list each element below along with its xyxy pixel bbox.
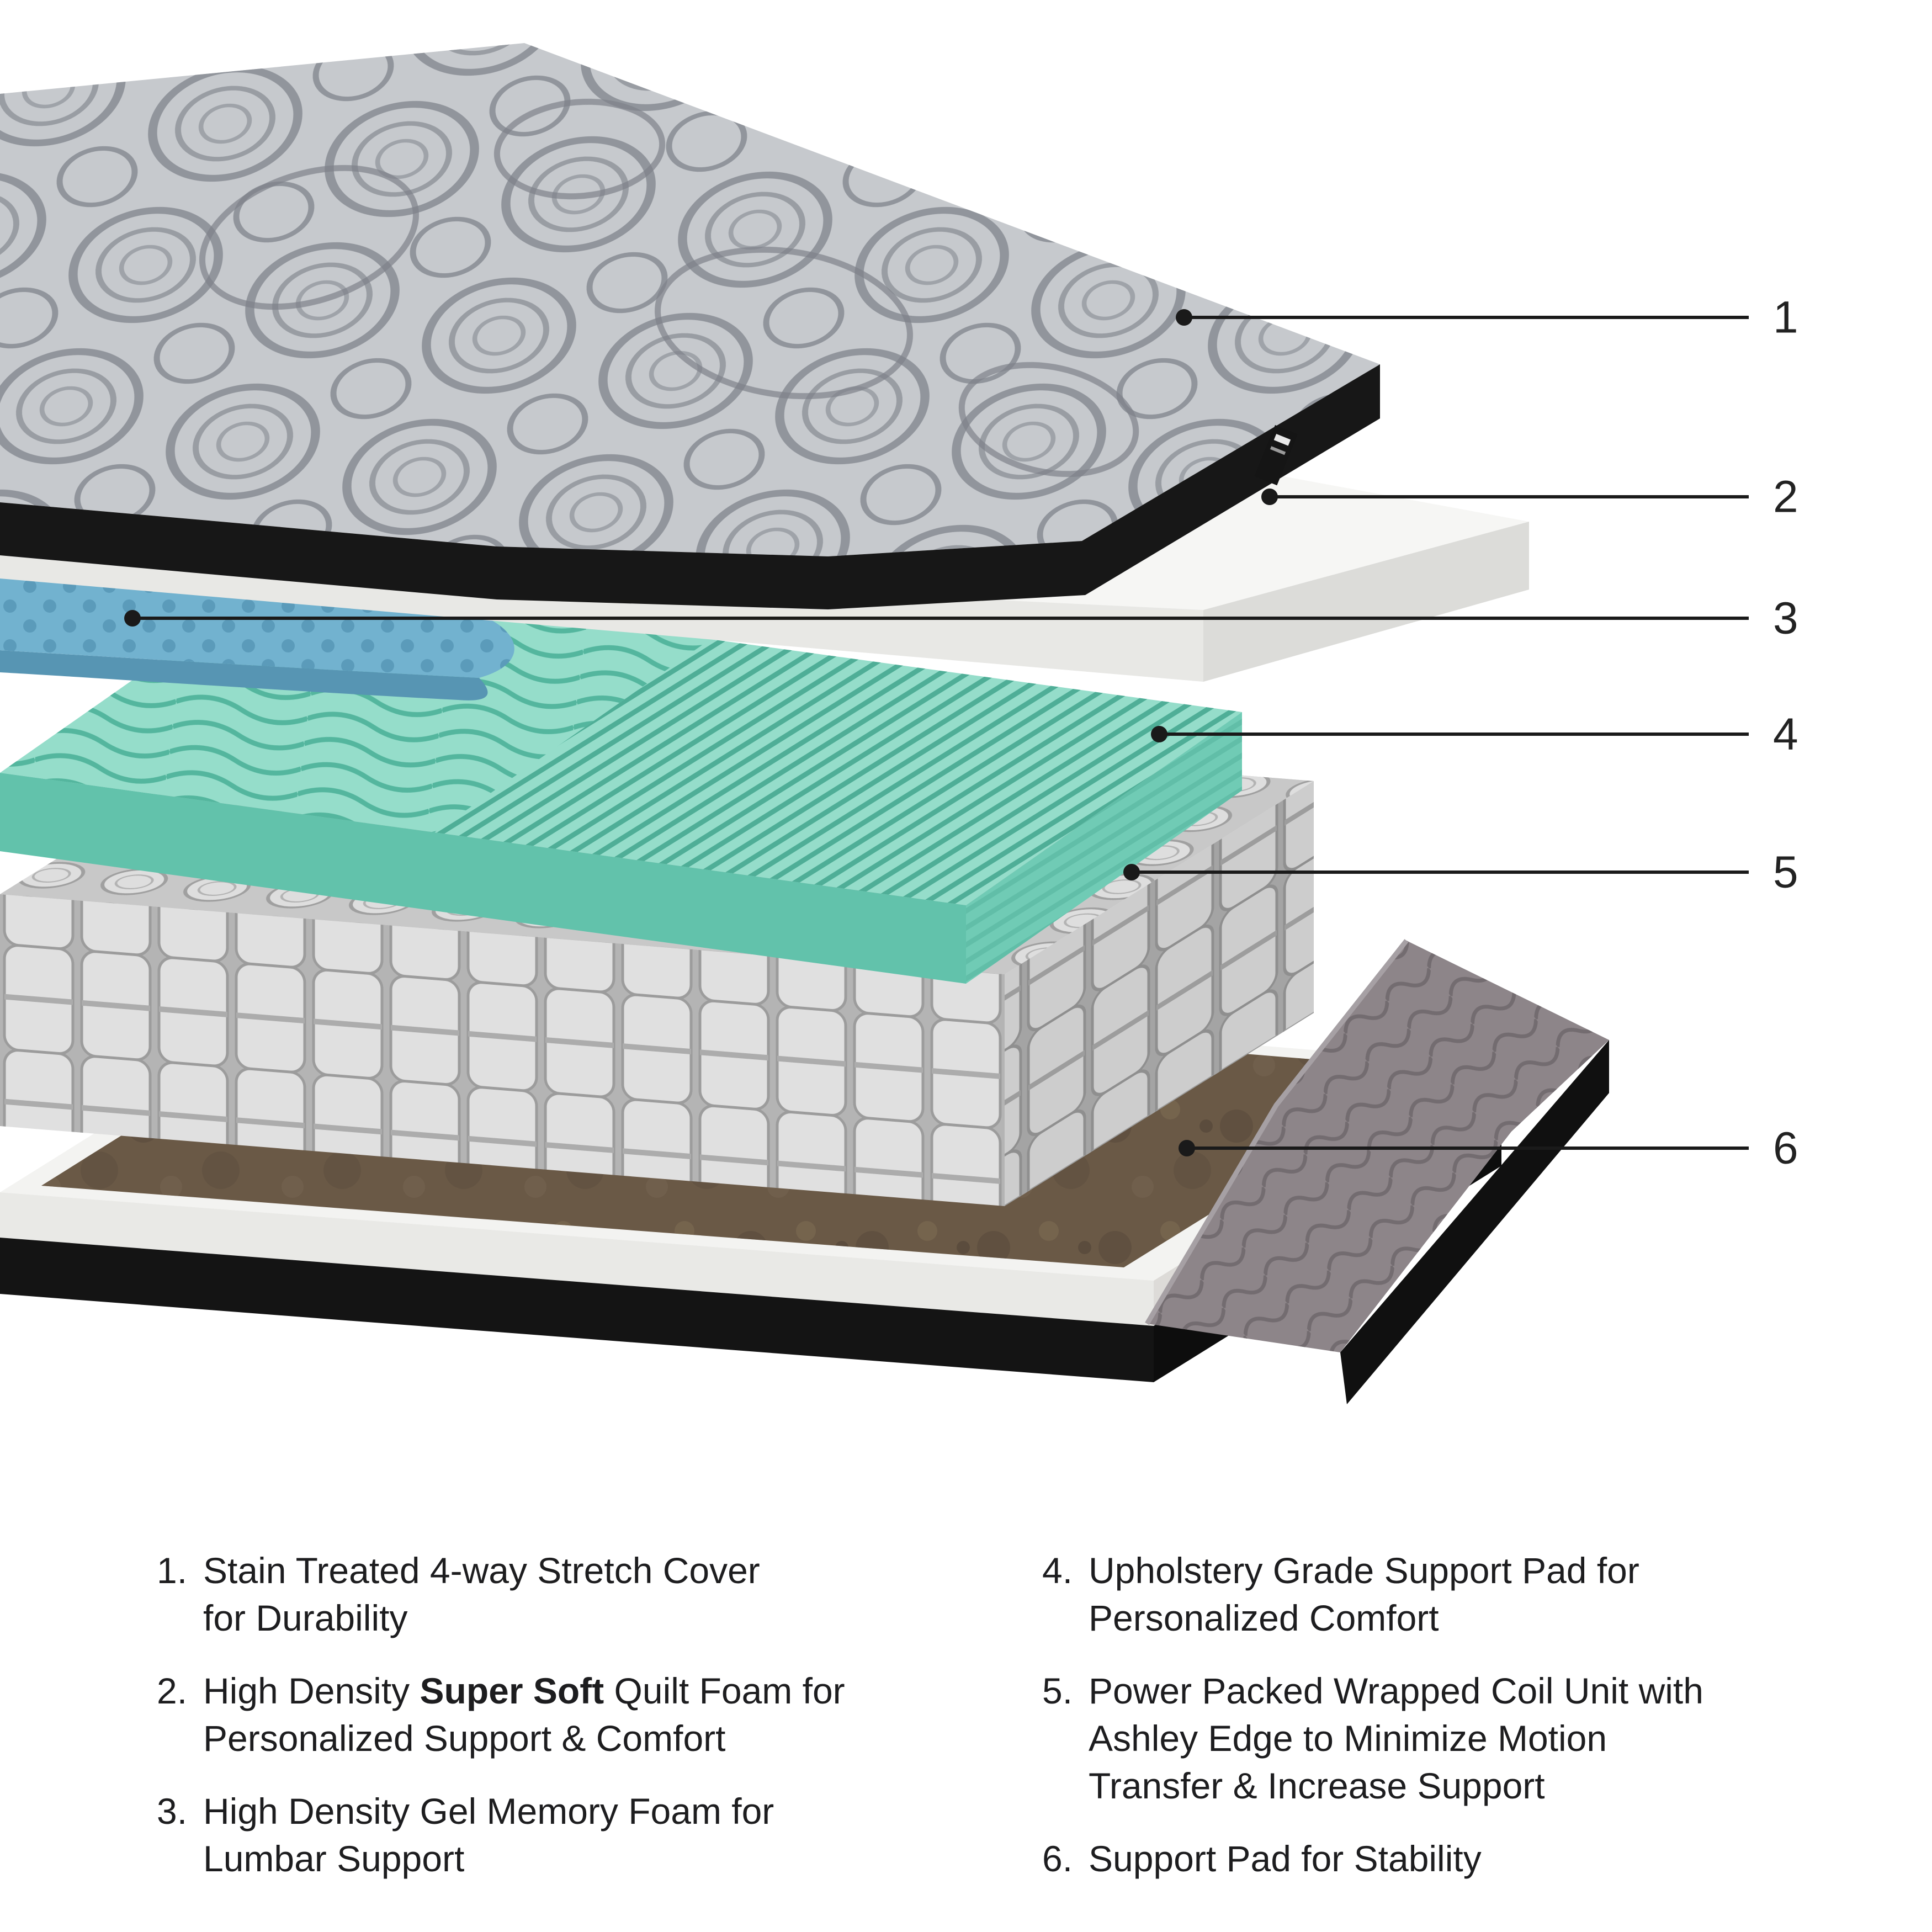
wedge-bottom-band bbox=[1340, 1040, 1609, 1404]
legend-item-number: 2. bbox=[157, 1670, 188, 1711]
legend-item-number: 6. bbox=[1042, 1838, 1073, 1879]
cover-quilt-pattern bbox=[0, 43, 1380, 556]
callout-dot bbox=[1176, 309, 1192, 326]
legend-item-number: 4. bbox=[1042, 1550, 1073, 1591]
legend-item-6: 6. Support Pad for Stability bbox=[1042, 1835, 1903, 1882]
callout-6: 6 bbox=[1179, 1123, 1798, 1174]
callout-dot bbox=[1179, 1140, 1195, 1156]
legend-item-number: 1. bbox=[157, 1550, 188, 1591]
legend-item-2: 2. High Density Super Soft Quilt Foam for… bbox=[157, 1667, 985, 1762]
callout-dot bbox=[1261, 489, 1278, 505]
green-ribbed-zone bbox=[434, 639, 1242, 905]
mattress-illustration: 1 2 3 4 5 6 bbox=[0, 43, 1798, 1404]
callout-number: 4 bbox=[1773, 709, 1798, 760]
gel-front-edge bbox=[0, 650, 488, 700]
callout-1: 1 bbox=[1176, 293, 1798, 343]
callout-number: 3 bbox=[1773, 593, 1798, 644]
callout-number: 1 bbox=[1773, 293, 1798, 343]
callout-2: 2 bbox=[1261, 472, 1798, 522]
callout-4: 4 bbox=[1151, 709, 1798, 760]
cover-side-band bbox=[0, 364, 1380, 609]
base-foam-front-face bbox=[0, 1192, 1154, 1326]
callout-number: 2 bbox=[1773, 472, 1798, 522]
coil-front-face bbox=[0, 894, 1005, 1206]
callout-dot bbox=[1151, 726, 1167, 742]
green-wave-zone bbox=[0, 580, 710, 832]
wedge-top-edge bbox=[1145, 939, 1409, 1325]
green-right-face-ribs bbox=[966, 712, 1242, 984]
base-bottom-band-front bbox=[0, 1238, 1154, 1382]
layer-stretch-cover bbox=[0, 43, 1380, 609]
coil-right-face bbox=[1005, 781, 1314, 1206]
callouts: 1 2 3 4 5 6 bbox=[124, 293, 1798, 1174]
legend-item-number: 3. bbox=[157, 1791, 188, 1832]
brand-tag bbox=[1254, 425, 1298, 486]
callout-number: 6 bbox=[1773, 1123, 1798, 1174]
callout-dot bbox=[1123, 864, 1140, 880]
legend-item-number: 5. bbox=[1042, 1670, 1073, 1711]
callout-3: 3 bbox=[124, 593, 1798, 644]
callout-dot bbox=[124, 610, 141, 627]
green-front-face bbox=[0, 773, 966, 984]
cover-swirl-accents bbox=[199, 98, 1139, 477]
callout-5: 5 bbox=[1123, 847, 1798, 898]
callout-number: 5 bbox=[1773, 847, 1798, 898]
quilt-foam-right-face bbox=[1203, 522, 1529, 682]
legend-item-text: Support Pad for Stability bbox=[1089, 1838, 1482, 1879]
